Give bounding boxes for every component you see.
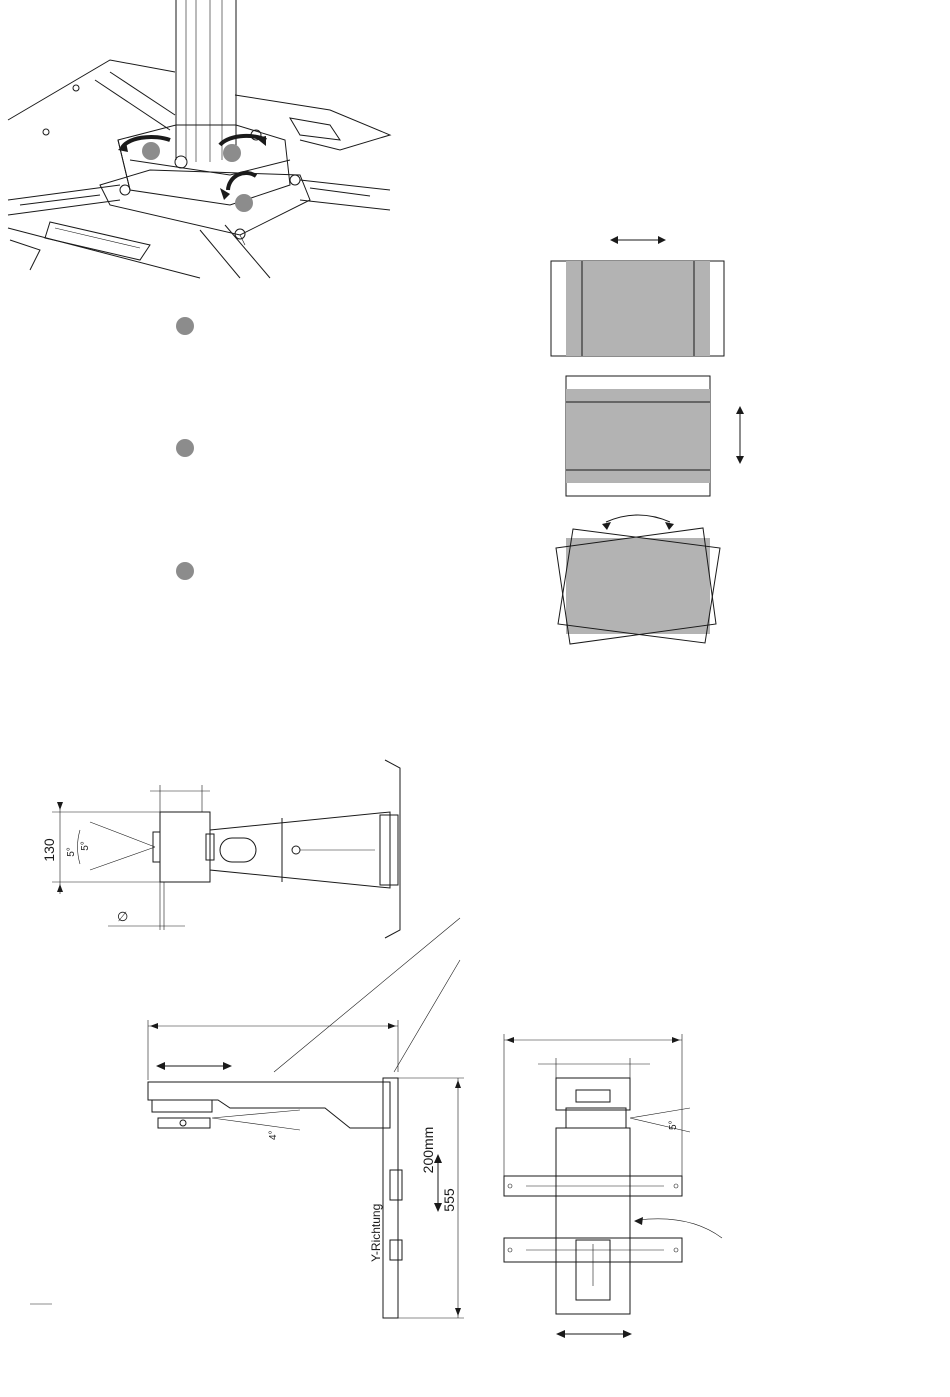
front-view-drawing: 5° <box>504 1034 722 1338</box>
gray-circle-icon <box>176 317 194 335</box>
rotation-diagram <box>556 515 720 644</box>
gray-circle-icon <box>142 142 160 160</box>
side-angle-label: 4° <box>268 1130 279 1140</box>
mount-iso-illustration <box>8 0 390 278</box>
horizontal-shift-diagram <box>551 236 724 356</box>
plate-height-dimension: 130 <box>41 838 57 862</box>
tilt-angle-label-b: 5° <box>80 841 91 851</box>
gray-circle-icon <box>223 144 241 162</box>
y-direction-label: Y-Richtung <box>369 1204 383 1262</box>
diameter-icon: ∅ <box>117 909 128 924</box>
tilt-angle-label: 5° <box>66 847 77 857</box>
leader-line <box>274 918 460 1072</box>
double-arrow-icon <box>602 522 674 530</box>
side-view-drawing: 4° Y-Richtung 200mm 555 <box>30 1020 464 1318</box>
y-travel-dimension: 200mm <box>420 1127 436 1174</box>
top-view-drawing: 130 5° 5° ∅ <box>41 760 400 938</box>
leader-line <box>394 960 460 1072</box>
step-markers <box>176 317 194 580</box>
gray-circle-icon <box>176 562 194 580</box>
front-angle-label: 5° <box>668 1120 679 1130</box>
total-height-dimension: 555 <box>441 1188 457 1212</box>
gray-circle-icon <box>235 194 253 212</box>
gray-circle-icon <box>176 439 194 457</box>
curved-arrow-icon <box>228 173 256 190</box>
vertical-shift-diagram <box>566 376 744 496</box>
